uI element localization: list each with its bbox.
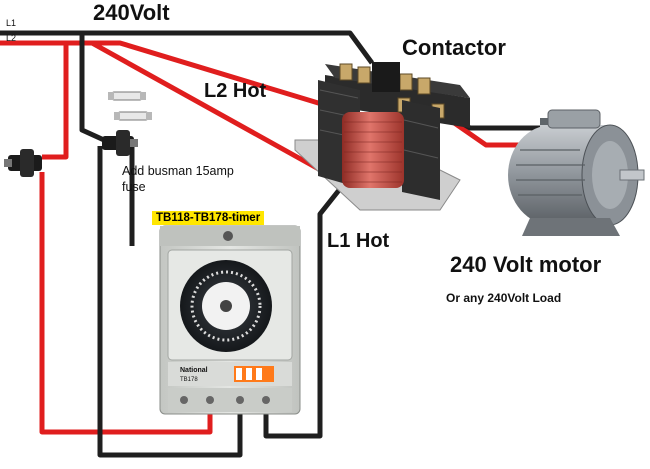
fuse-note: Add busman 15amp fuse <box>122 163 234 195</box>
timer-brand: National <box>180 367 208 374</box>
l1-drop-wire <box>79 33 106 143</box>
l1-mains-line <box>0 30 375 65</box>
l2-drop-wire <box>42 43 69 160</box>
l2-return-wire <box>39 172 213 435</box>
l1-hot-label: L1 Hot <box>327 230 390 252</box>
supply-voltage-label: 240Volt <box>93 0 170 25</box>
fuse-holder-main <box>102 130 138 156</box>
load-note: Or any 240Volt Load <box>446 291 562 305</box>
line2-label: L2 <box>6 33 17 43</box>
l1-fuse-down-wire <box>97 146 243 458</box>
timer-device <box>159 225 301 415</box>
timer-model: TB178 <box>180 377 198 383</box>
l2-hot-to-coil <box>90 40 344 185</box>
l2-mains-line <box>0 40 349 115</box>
contactor <box>294 62 470 211</box>
motor <box>508 109 645 236</box>
l2-wires <box>0 40 548 435</box>
timer-model-tag: TB118-TB178-timer <box>152 211 265 225</box>
l1-hot-coil-wire <box>263 168 357 439</box>
fuse-holder-left <box>4 149 42 177</box>
l2-hot-label: L2 Hot <box>204 80 267 102</box>
line1-label: L1 <box>6 18 17 28</box>
fuse-note-line2: fuse <box>122 180 146 194</box>
fuse-note-line1: Add busman 15amp <box>122 164 234 178</box>
contactor-coil <box>342 112 404 188</box>
contactor-label: Contactor <box>402 35 506 60</box>
spare-fuses <box>108 91 152 121</box>
motor-label: 240 Volt motor <box>450 252 602 277</box>
